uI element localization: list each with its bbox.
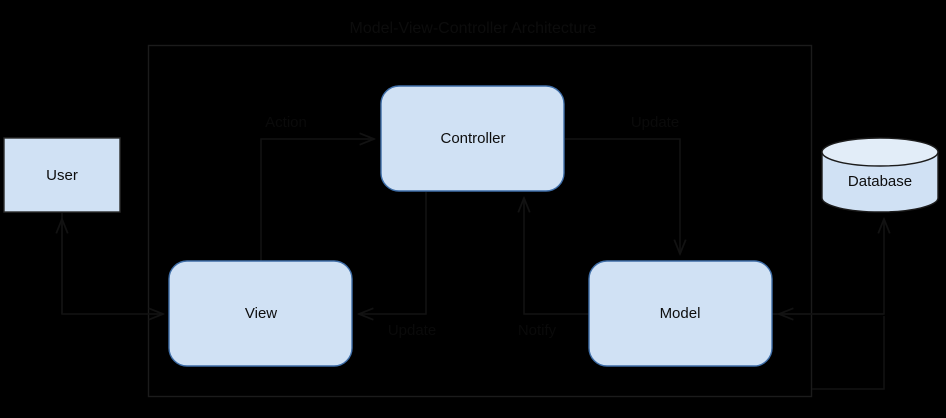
edge-label-notify: Notify — [518, 322, 557, 339]
edge-model-to-database[interactable] — [772, 219, 884, 315]
node-view-shape[interactable] — [168, 260, 353, 367]
node-controller[interactable]: Controller — [380, 85, 565, 192]
node-database-label: Database — [848, 173, 912, 190]
node-view-label: View — [245, 305, 277, 322]
container-boundary — [147, 44, 813, 398]
node-view[interactable]: View — [168, 260, 353, 367]
node-user-label: User — [46, 167, 78, 184]
node-controller-shape[interactable] — [380, 85, 565, 192]
node-database-top[interactable] — [821, 137, 939, 167]
edge-labels-layer: Action Update Notify Update — [265, 114, 679, 339]
edge-label-update-controller-view: Update — [388, 322, 436, 339]
node-user-shape[interactable] — [3, 137, 121, 213]
edge-label-update-controller-model: Update — [631, 114, 679, 131]
edge-controller-to-view[interactable] — [359, 192, 427, 314]
node-model-label: Model — [660, 305, 701, 322]
node-user[interactable]: User — [3, 137, 121, 213]
edges-layer — [62, 138, 885, 390]
edge-label-action: Action — [265, 114, 307, 131]
node-model-shape[interactable] — [588, 260, 773, 367]
nodes-layer: User View Controller Model Database — [3, 85, 939, 367]
edge-controller-to-model[interactable] — [565, 138, 680, 254]
edge-model-to-controller[interactable] — [524, 198, 589, 315]
node-database-body[interactable] — [821, 151, 939, 213]
node-controller-label: Controller — [440, 130, 505, 147]
edge-database-lower-return[interactable] — [812, 316, 885, 390]
diagram-title: Model-View-Controller Architecture — [350, 20, 597, 37]
node-model[interactable]: Model — [588, 260, 773, 367]
node-database[interactable]: Database — [821, 137, 939, 213]
edge-view-to-controller[interactable] — [260, 139, 374, 262]
